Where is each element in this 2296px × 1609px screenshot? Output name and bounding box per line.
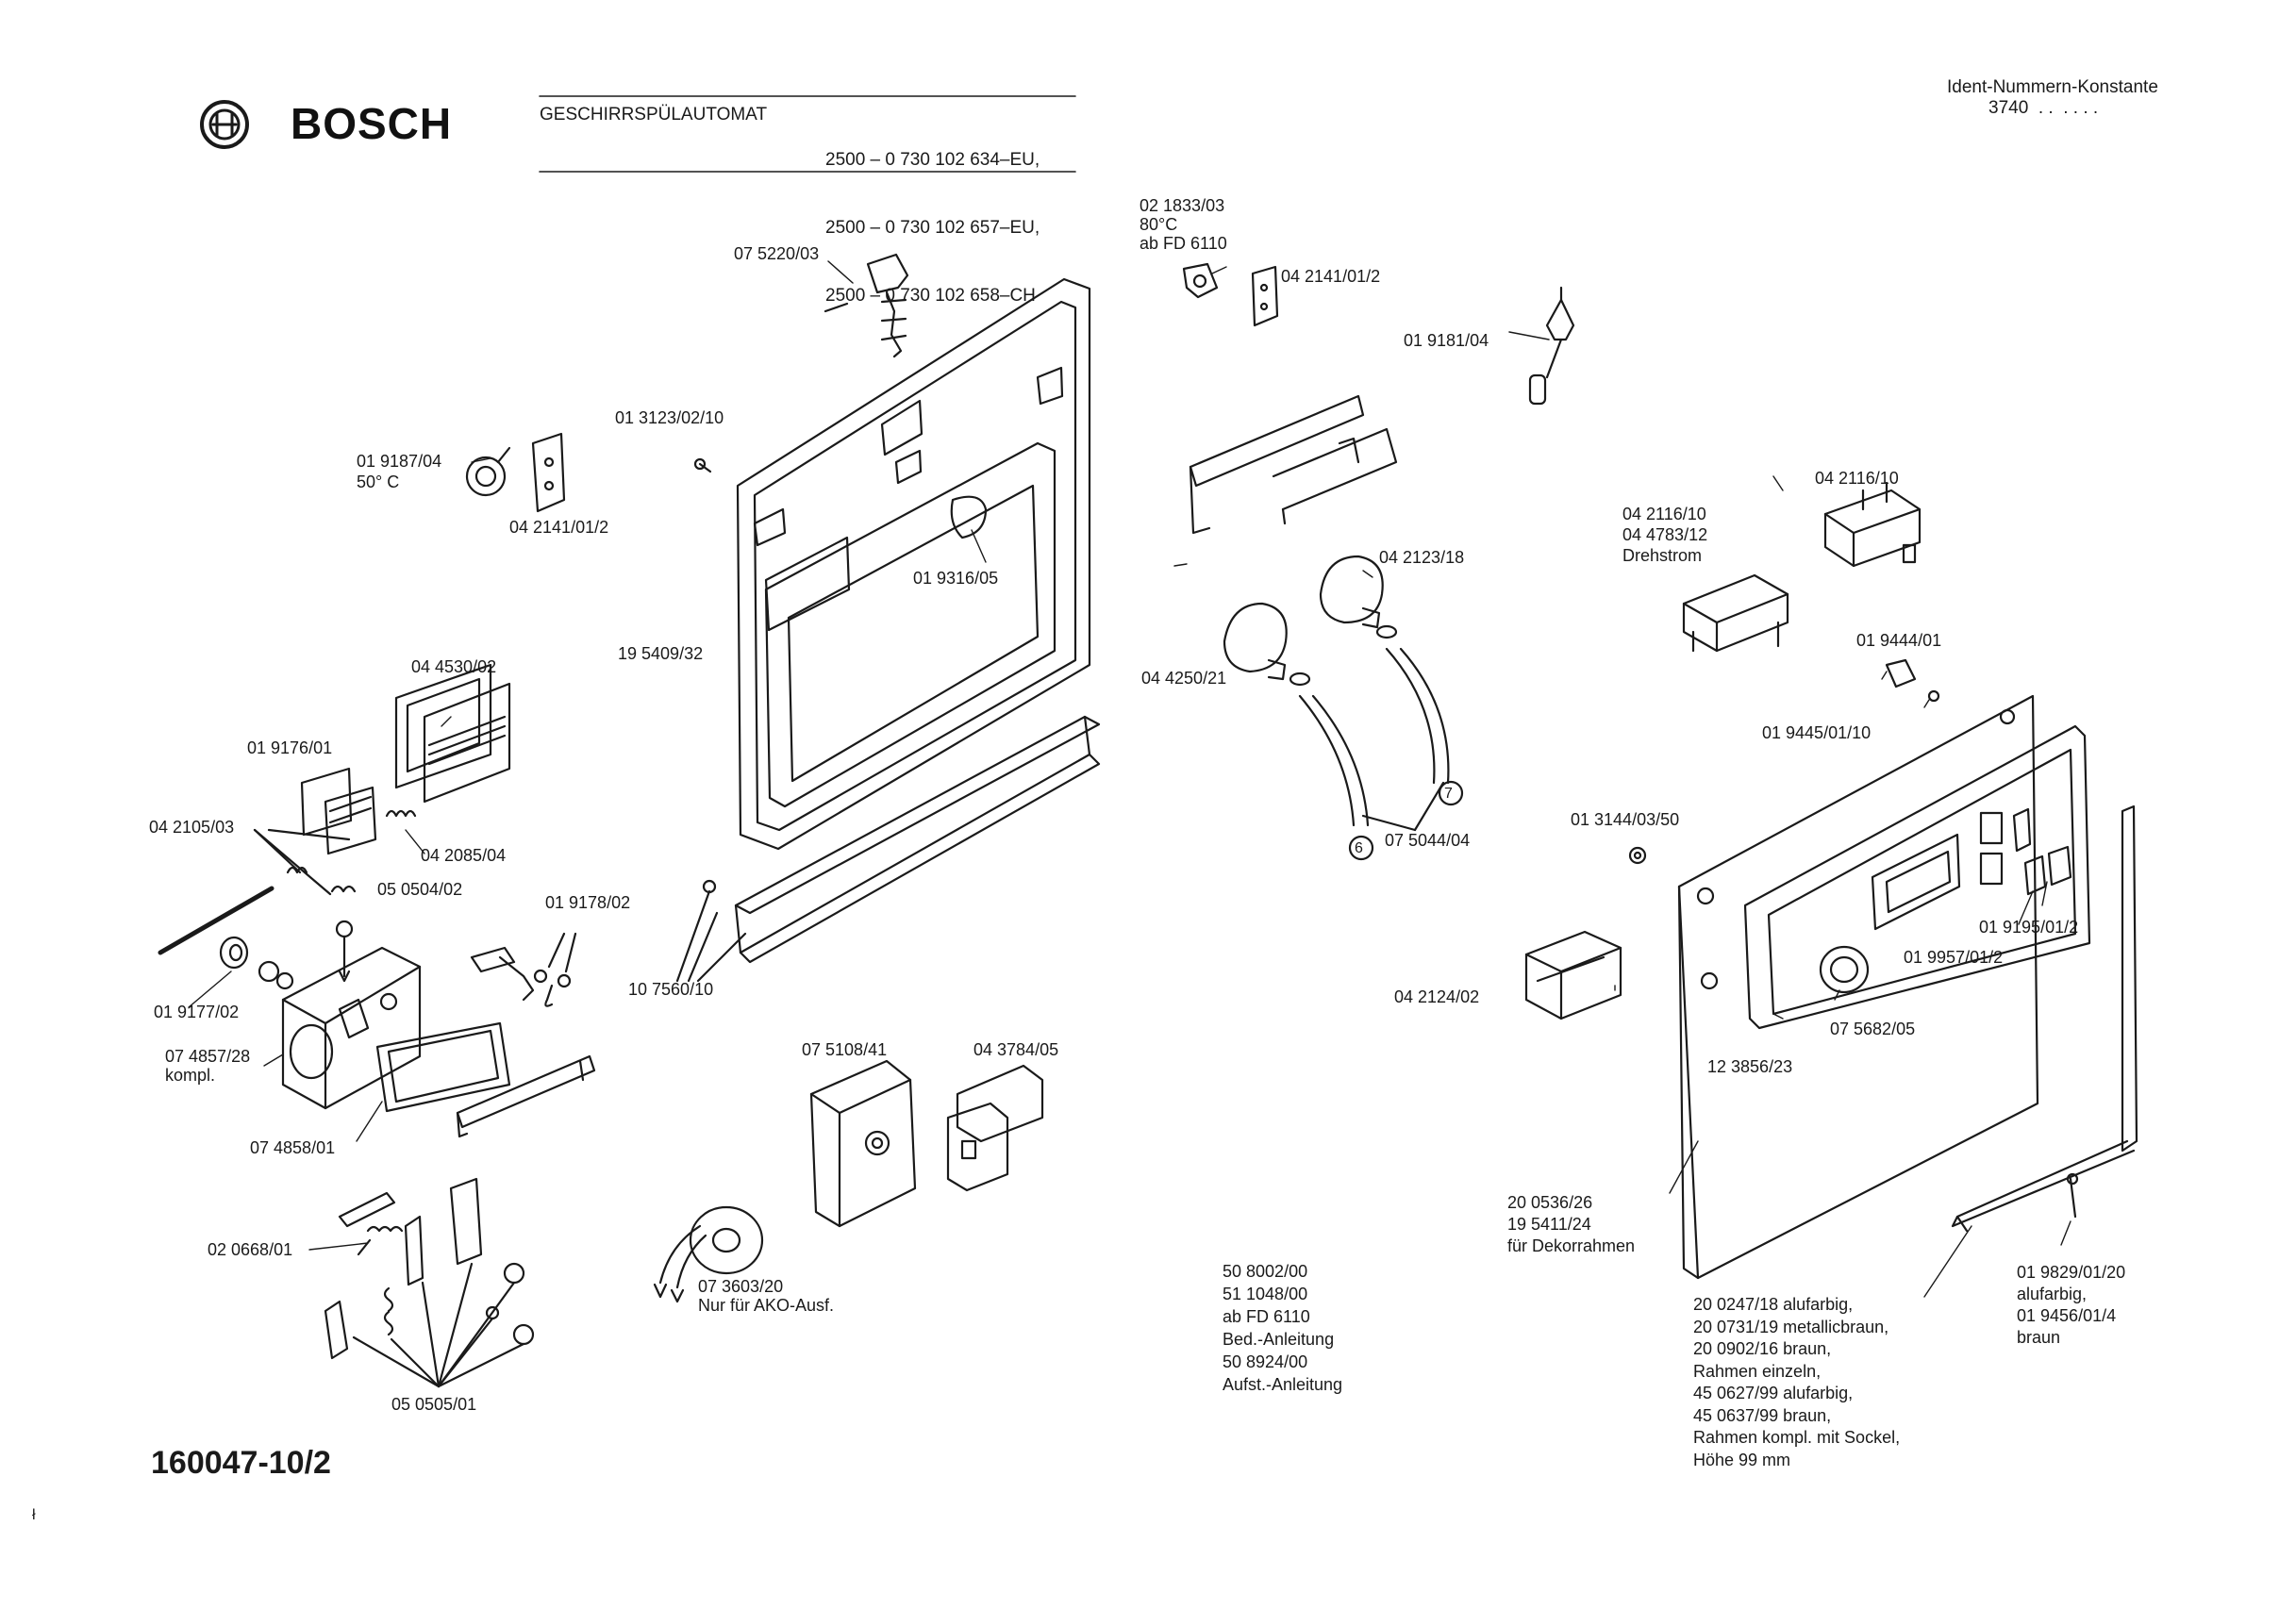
- part-label: 19 5409/32: [618, 644, 704, 663]
- part-label: 01 3123/02/10: [615, 408, 724, 427]
- knob-04-4250-icon: [1223, 602, 1288, 681]
- ident-value: 3740 . . . . . .: [1988, 98, 2099, 118]
- part-label: 02 0668/01: [208, 1240, 293, 1259]
- part-label: 50 8002/00 51 1048/00 ab FD 6110 Bed.-An…: [1223, 1262, 1343, 1394]
- part-label: 04 2124/02: [1394, 987, 1480, 1006]
- callout-number: 7: [1444, 786, 1453, 802]
- part-label: 20 0247/18 alufarbig, 20 0731/19 metalli…: [1693, 1295, 1901, 1469]
- control-knob-07-5682-icon: [1819, 945, 1870, 994]
- filter-01-9176-icon: [300, 767, 377, 855]
- frame-trim-side: [1951, 804, 2138, 1233]
- part-label: 05 0505/01: [391, 1395, 477, 1414]
- part-label: 01 9177/02: [154, 1003, 240, 1021]
- part-label: 01 9187/04 50° C: [357, 452, 442, 491]
- part-label: 04 2141/01/2: [509, 518, 609, 537]
- thermostat-80c-icon: [1182, 262, 1219, 299]
- bracket-01-9178-icon: [470, 932, 577, 1007]
- gasket-07-4858-icon: [375, 1021, 511, 1113]
- ident-label: Ident-Nummern-Konstante: [1947, 77, 2158, 97]
- switch-block-right-icon: [1823, 481, 1922, 568]
- part-label: 07 5682/05: [1830, 1020, 1916, 1038]
- fuse-01-9181-icon: [1528, 286, 1575, 406]
- part-label: 04 4530/02: [411, 657, 497, 676]
- part-label: 01 9181/04: [1404, 331, 1489, 350]
- part-label: 04 2085/04: [421, 846, 507, 865]
- bracket-04-2141-top-icon: [1251, 265, 1279, 327]
- part-label: 07 5220/03: [734, 244, 820, 263]
- hose-clip-icon: [1289, 624, 1398, 687]
- indicator-lamp-01-9444-icon: [1885, 658, 1940, 703]
- part-label: 04 4250/21: [1141, 669, 1227, 688]
- part-label: 10 7560/10: [628, 980, 714, 999]
- part-label: 01 3144/03/50: [1571, 810, 1680, 829]
- spring-04-2085-icon: [286, 809, 417, 874]
- switch-01-9195-icon: [2023, 845, 2072, 896]
- model-line: 2500 – 0 730 102 658–CH: [825, 286, 1036, 306]
- part-label: 01 9316/05: [913, 569, 999, 588]
- leader-lines: [188, 266, 2071, 1298]
- filter-frame-04-4530-icon: [394, 663, 511, 804]
- part-label: 07 5044/04: [1385, 831, 1471, 850]
- nozzle-01-9177-icon: [219, 936, 294, 990]
- part-label: 07 4858/01: [250, 1138, 336, 1157]
- part-label: 02 1833/03 80°C ab FD 6110: [1140, 196, 1227, 253]
- document-number: 160047-10/2: [151, 1445, 331, 1481]
- model-line: 2500 – 0 730 102 657–EU,: [825, 218, 1040, 238]
- thermostat-50c-icon: [465, 446, 511, 497]
- callout-7-icon: [1438, 780, 1464, 806]
- timer-07-5108-icon: [809, 1059, 917, 1228]
- control-panel-front: [1677, 694, 2091, 1280]
- switch-04-3784-icon: [946, 1064, 1044, 1192]
- model-list: 2500 – 0 730 102 634–EU, 2500 – 0 730 10…: [825, 104, 1040, 330]
- brand-wordmark: BOSCH: [291, 99, 453, 148]
- part-label: 04 2116/10 04 4783/12 Drehstrom: [1622, 505, 1708, 565]
- part-label: 04 2123/18: [1379, 548, 1465, 567]
- part-label: 04 2116/10: [1815, 469, 1899, 488]
- part-label: 01 9829/01/20 alufarbig, 01 9456/01/4 br…: [2017, 1263, 2126, 1347]
- cover-04-2124-icon: [1524, 930, 1622, 1020]
- part-label: 04 3784/05: [973, 1040, 1059, 1059]
- mounting-bracket-strip: [1189, 394, 1398, 535]
- door-bottom-strip: [734, 715, 1101, 964]
- part-label: 12 3856/23: [1707, 1057, 1793, 1076]
- part-label: 01 9445/01/10: [1762, 723, 1872, 742]
- switch-block-drehstrom-icon: [1682, 573, 1789, 653]
- callout-number: 6: [1355, 840, 1363, 856]
- bracket-04-2141-left-icon: [531, 432, 566, 513]
- part-label: 01 9195/01/2: [1979, 918, 2079, 937]
- pump-assembly-07-4857-icon: [281, 946, 422, 1110]
- model-line: 2500 – 0 730 102 634–EU,: [825, 150, 1040, 170]
- part-label: 01 9178/02: [545, 893, 631, 912]
- bosch-logo-icon: [200, 100, 249, 149]
- door-panel: [736, 277, 1091, 851]
- clip-set-05-0505-icon: [324, 1177, 535, 1388]
- part-label: 20 0536/26 19 5411/24 für Dekorrahmen: [1507, 1193, 1636, 1255]
- part-label: 07 3603/20 Nur für AKO-Ausf.: [698, 1277, 835, 1315]
- screw-01-9829-icon: [2066, 1172, 2079, 1219]
- door-lock-icon: [824, 253, 909, 358]
- part-label: 07 5108/41: [802, 1040, 888, 1059]
- hose-07-5044-icon: [1298, 647, 1450, 832]
- part-label: 07 4857/28 kompl.: [165, 1047, 251, 1085]
- screw-01-3123-icon: [693, 457, 712, 473]
- motor-07-3603-icon: [653, 1205, 764, 1303]
- part-label: 04 2105/03: [149, 818, 235, 837]
- rod-04-2105-icon: [158, 828, 351, 955]
- part-label: 01 9444/01: [1856, 631, 1942, 650]
- scan-edge-mark: ł: [32, 1507, 36, 1523]
- part-label: 01 9176/01: [247, 738, 333, 757]
- part-label: 05 0504/02: [377, 880, 463, 899]
- spring-05-0504-icon: [330, 885, 357, 983]
- screw-10-7560-icon: [675, 879, 747, 983]
- part-label: 04 2141/01/2: [1281, 267, 1381, 286]
- rail-bracket-icon: [456, 1054, 596, 1138]
- header-rules: [539, 95, 1076, 173]
- knob-04-2123-icon: [1319, 555, 1384, 629]
- nut-01-3144-icon: [1628, 846, 1647, 865]
- product-name: GESCHIRRSPÜLAUTOMAT: [540, 105, 768, 124]
- part-label: 01 9957/01/2: [1904, 948, 2004, 967]
- callout-6-icon: [1348, 835, 1374, 861]
